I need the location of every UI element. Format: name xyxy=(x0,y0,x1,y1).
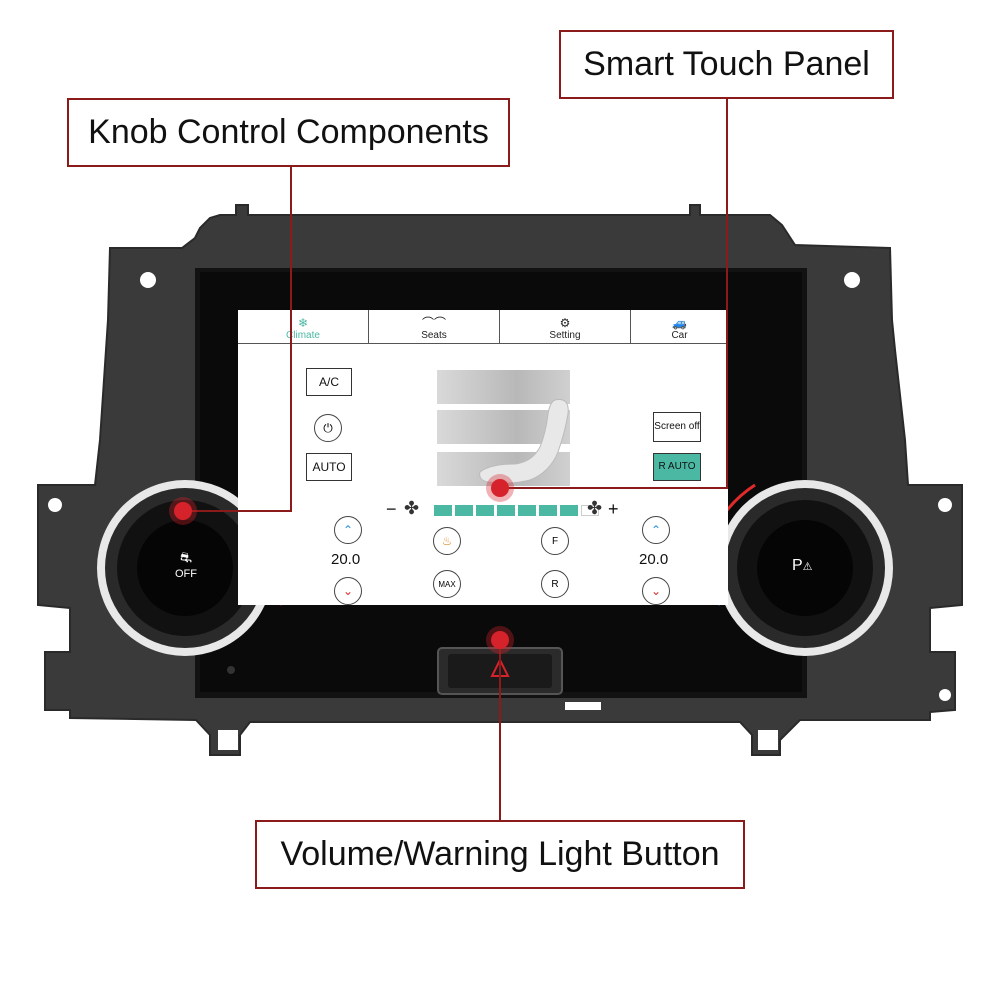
fan-level-segment xyxy=(560,505,578,516)
rear-defrost-icon: R xyxy=(551,578,559,590)
airflow-upper-band[interactable] xyxy=(437,370,570,404)
chevron-up-icon: ⌃ xyxy=(342,523,354,537)
mount-slot xyxy=(938,612,956,634)
windshield-heat-button[interactable]: ♨ xyxy=(433,527,461,555)
callout-knob-control: Knob Control Components xyxy=(67,98,510,167)
leader-line xyxy=(726,99,728,488)
fan-level-bar[interactable] xyxy=(434,505,599,516)
right-knob[interactable] xyxy=(706,480,893,656)
mount-slot xyxy=(218,730,238,750)
fan-level-segment xyxy=(581,505,599,516)
chevron-down-icon: ⌄ xyxy=(342,584,354,598)
mount-hole xyxy=(48,498,62,512)
fan-increase-button[interactable]: + xyxy=(608,499,619,519)
seat-airflow-icon xyxy=(479,399,569,484)
chevron-down-icon: ⌄ xyxy=(650,584,662,598)
chevron-up-icon: ⌃ xyxy=(650,523,662,537)
car-icon: 🚙 xyxy=(672,316,687,330)
ac-button[interactable]: A/C xyxy=(306,368,352,396)
fan-level-segment xyxy=(539,505,557,516)
right-temp-up-button[interactable]: ⌃ xyxy=(642,516,670,544)
windshield-heat-icon: ♨ xyxy=(441,534,453,548)
left-temp-up-button[interactable]: ⌃ xyxy=(334,516,362,544)
marker-dot xyxy=(174,502,192,520)
traction-icon: ⛐ xyxy=(179,549,193,565)
setting-icon: ⚙ xyxy=(559,316,571,330)
fan-level-segment xyxy=(476,505,494,516)
max-defrost-label: MAX xyxy=(438,579,456,589)
leader-line xyxy=(183,510,292,512)
mount-hole xyxy=(844,272,860,288)
leader-line xyxy=(499,640,501,820)
front-defrost-icon: F xyxy=(551,535,559,547)
mount-hole xyxy=(140,272,156,288)
leader-line xyxy=(290,167,292,512)
rear-defrost-button[interactable]: R xyxy=(541,570,569,598)
screen-off-button[interactable]: Screen off xyxy=(653,412,701,442)
auto-button[interactable]: AUTO xyxy=(306,453,352,481)
sensor-hole xyxy=(227,666,235,674)
tab-car[interactable]: 🚙 Car xyxy=(631,310,728,344)
callout-warning-button: Volume/Warning Light Button xyxy=(255,820,745,889)
fan-level-segment xyxy=(518,505,536,516)
right-temperature: 20.0 xyxy=(639,551,669,568)
tab-setting[interactable]: ⚙ Setting xyxy=(500,310,631,344)
fan-decrease-button[interactable]: − xyxy=(386,499,397,519)
climate-icon: ❄ xyxy=(297,316,309,330)
marker-dot xyxy=(491,631,509,649)
left-knob-label: ⛐ OFF xyxy=(171,549,201,580)
parking-warning-icon: ⚠ xyxy=(802,561,813,573)
left-knob[interactable] xyxy=(97,480,294,656)
fan-level-segment xyxy=(497,505,515,516)
max-defrost-button[interactable]: MAX xyxy=(433,570,461,598)
front-defrost-button[interactable]: F xyxy=(541,527,569,555)
left-temperature: 20.0 xyxy=(331,551,361,568)
mount-slot xyxy=(44,612,62,634)
tab-climate[interactable]: ❄ Climate xyxy=(238,310,369,344)
mount-hole xyxy=(939,689,951,701)
tab-seats[interactable]: ⌒⌒ Seats xyxy=(369,310,500,344)
left-temp-down-button[interactable]: ⌄ xyxy=(334,577,362,605)
right-knob-label: P⚠ xyxy=(792,557,813,574)
fan-icon: ✤ xyxy=(404,498,420,518)
recirc-auto-button[interactable]: R AUTO xyxy=(653,453,701,481)
power-button[interactable]: ⏻ xyxy=(314,414,342,442)
right-temp-down-button[interactable]: ⌄ xyxy=(642,577,670,605)
fan-level-segment xyxy=(434,505,452,516)
marker-dot xyxy=(491,479,509,497)
fan-icon: ✤ xyxy=(587,498,603,518)
mount-slot xyxy=(758,730,778,750)
fan-level-segment xyxy=(455,505,473,516)
callout-smart-touch-panel: Smart Touch Panel xyxy=(559,30,894,99)
mount-hole xyxy=(938,498,952,512)
seats-icon: ⌒⌒ xyxy=(421,316,446,330)
leader-line xyxy=(500,487,728,489)
power-icon: ⏻ xyxy=(323,420,333,435)
